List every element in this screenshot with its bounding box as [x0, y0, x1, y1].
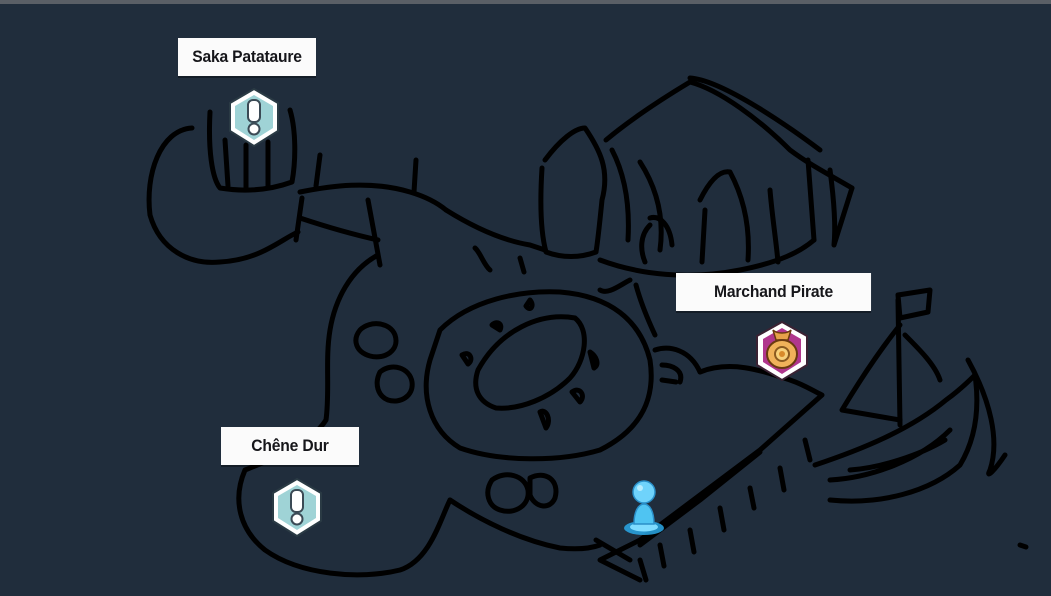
- pier-outline: [597, 364, 825, 583]
- ship-outline: [812, 372, 980, 504]
- crater-inner: [473, 314, 587, 411]
- marker-label-chene-dur[interactable]: Chêne Dur: [221, 427, 359, 465]
- tower-outline: [146, 125, 301, 265]
- marker-label-marchand-pirate[interactable]: Marchand Pirate: [676, 273, 872, 311]
- marker-pin-chene-dur[interactable]: [269, 476, 325, 540]
- island-outline: [236, 252, 453, 578]
- player-pawn-icon: [624, 480, 664, 535]
- marker-label-saka-patataure[interactable]: Saka Patataure: [178, 38, 316, 76]
- crater-outer: [423, 289, 654, 462]
- merchant-bag-icon: [756, 320, 808, 382]
- castle-outline: [542, 125, 608, 255]
- player-position-marker[interactable]: [620, 474, 668, 538]
- exclamation-quest-icon: [229, 87, 279, 148]
- marker-pin-marchand-pirate[interactable]: [753, 318, 811, 384]
- exclamation-quest-icon: [272, 477, 322, 538]
- window-top-strip: [0, 0, 1051, 4]
- marker-pin-saka-patataure[interactable]: [226, 86, 282, 150]
